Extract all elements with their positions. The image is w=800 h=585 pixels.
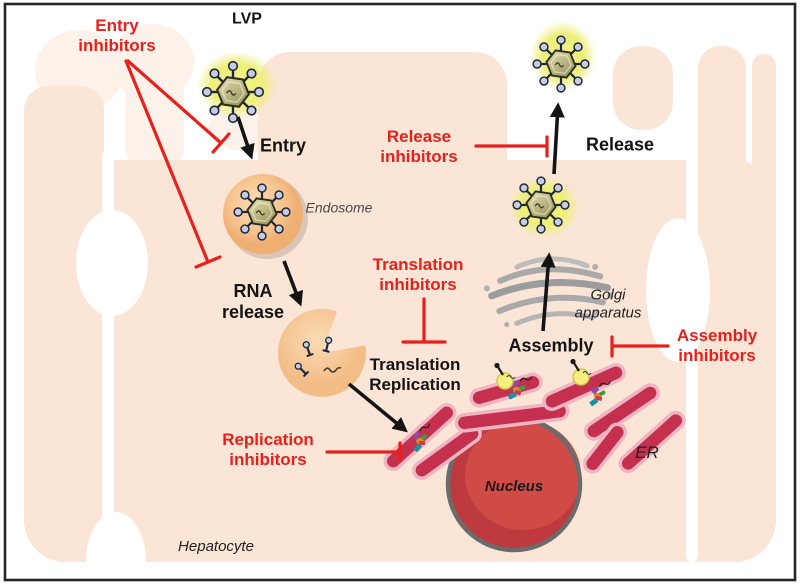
translation-inhibitor-line — [401, 297, 447, 344]
er-icon — [383, 363, 686, 480]
viral-rna-squiggle — [323, 366, 342, 373]
release-label: Release — [585, 134, 655, 155]
hepatocyte-cells-background — [24, 24, 776, 585]
release-inhibitor-line — [474, 135, 549, 158]
ruptured-endosome-icon — [277, 308, 366, 397]
release-inhibitors-label: Release inhibitors — [380, 126, 458, 166]
assembly-label: Assembly — [508, 335, 594, 356]
nucleus-icon — [445, 415, 583, 553]
release-arrow — [549, 102, 565, 175]
hepatocyte-label: Hepatocyte — [178, 538, 254, 556]
entry-arrow — [236, 116, 255, 160]
assembly-inhibitor-line — [610, 335, 670, 358]
nucleus-label: Nucleus — [484, 478, 544, 496]
rna-release-label: RNA release — [221, 280, 285, 322]
bile-canaliculus-left — [76, 150, 148, 585]
entry-inhibitor-line-1 — [126, 59, 231, 154]
entry-label: Entry — [259, 135, 307, 156]
process-arrows — [236, 102, 565, 433]
translation-arrow — [347, 382, 408, 433]
released-virion-icon — [530, 21, 596, 93]
translation-inhibitors-label: Translation inhibitors — [372, 254, 464, 294]
assembly-inhibitors-label: Assembly inhibitors — [676, 325, 758, 365]
replication-inhibitors-label: Replication inhibitors — [222, 429, 314, 469]
inhibitor-lines — [124, 59, 670, 463]
lvp-virion-icon — [197, 51, 277, 124]
entry-inhibitors-label: Entry inhibitors — [78, 15, 156, 55]
cell-membrane-fingers — [24, 46, 776, 226]
bile-canaliculus-right — [646, 150, 710, 562]
rna-release-arrow — [282, 260, 304, 307]
entry-inhibitor-line-2 — [124, 59, 222, 269]
endosome-label: Endosome — [305, 199, 373, 216]
assembly-arrow — [540, 252, 556, 332]
translation-replication-label: Translation Replication — [369, 354, 461, 394]
golgi-apparatus-label: Golgi apparatus — [574, 286, 642, 321]
lvp-label: LVP — [232, 10, 262, 28]
figure-border — [3, 2, 797, 582]
er-label: ER — [635, 442, 659, 462]
assembled-virion-icon — [509, 176, 579, 238]
endosome-icon — [223, 174, 308, 259]
replication-inhibitor-line — [325, 441, 402, 463]
